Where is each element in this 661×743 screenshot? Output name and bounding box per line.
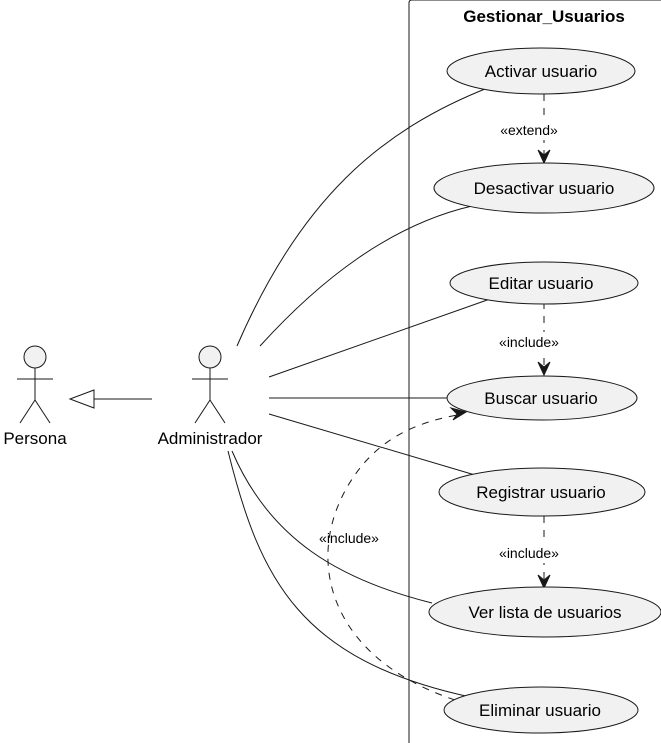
actor-persona-head <box>23 345 47 369</box>
generalization <box>68 389 152 409</box>
use-case-desactivar-label: Desactivar usuario <box>474 179 615 198</box>
extend-label: «extend» <box>500 122 558 138</box>
include-eliminar-buscar: «include» <box>319 407 468 701</box>
system-title: Gestionar_Usuarios <box>463 7 625 26</box>
use-case-ver-lista-label: Ver lista de usuarios <box>468 603 621 622</box>
actor-administrador-label: Administrador <box>158 429 263 448</box>
use-case-buscar-label: Buscar usuario <box>484 389 597 408</box>
actor-administrador-head <box>198 345 222 369</box>
assoc-editar <box>268 298 491 378</box>
actor-administrador: Administrador <box>158 345 263 448</box>
use-case-activar: Activar usuario <box>446 47 636 95</box>
include-registrar-ver-lista: «include» <box>486 516 572 590</box>
use-case-registrar-label: Registrar usuario <box>476 483 605 502</box>
assoc-desactivar <box>259 205 473 347</box>
use-case-desactivar: Desactivar usuario <box>433 162 655 214</box>
include-label-eliminar: «include» <box>319 530 379 546</box>
assoc-activar <box>236 86 491 347</box>
assoc-registrar <box>268 413 476 476</box>
generalization-arrowhead <box>68 389 95 409</box>
system-boundary: Gestionar_Usuarios <box>408 0 661 743</box>
use-case-editar-label: Editar usuario <box>489 274 594 293</box>
use-case-buscar: Buscar usuario <box>446 375 638 421</box>
use-case-editar: Editar usuario <box>449 261 639 305</box>
include-editar-buscar: «include» <box>486 302 572 377</box>
include-label-registrar: «include» <box>499 545 559 561</box>
use-case-ver-lista: Ver lista de usuarios <box>428 586 661 638</box>
assoc-eliminar <box>227 450 471 698</box>
actor-persona-label: Persona <box>3 429 67 448</box>
use-case-eliminar: Eliminar usuario <box>443 686 639 734</box>
include-label-editar: «include» <box>499 334 559 350</box>
use-case-registrar: Registrar usuario <box>438 467 646 517</box>
actor-persona: Persona <box>3 345 67 448</box>
associations <box>227 86 491 698</box>
assoc-ver-lista <box>231 450 433 604</box>
use-case-eliminar-label: Eliminar usuario <box>479 701 601 720</box>
use-case-activar-label: Activar usuario <box>485 62 597 81</box>
extend-activar-desactivar: «extend» <box>490 94 570 165</box>
